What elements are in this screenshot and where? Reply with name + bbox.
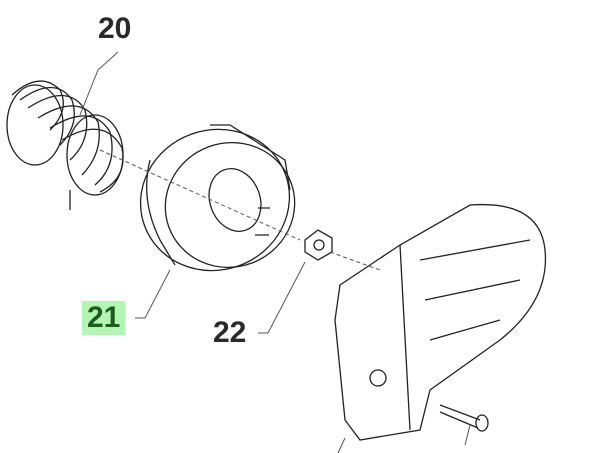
callout-22: 22 [213,316,247,349]
callout-21[interactable]: 21 [82,301,126,335]
leader-lines [79,51,471,453]
spring-part-20 [6,80,124,210]
housing-part [334,203,547,441]
pulley-part-21 [139,124,296,272]
nut-part-22 [304,229,333,261]
callout-20: 20 [98,12,132,45]
